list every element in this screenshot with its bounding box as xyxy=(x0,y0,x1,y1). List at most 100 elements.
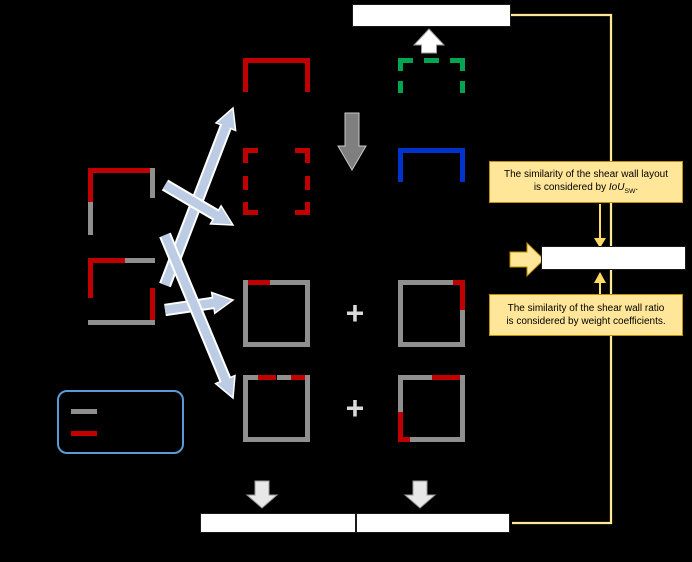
result-arrow-icon xyxy=(509,241,545,278)
matched-layout-1-segment xyxy=(398,58,413,63)
mapping-arrow-shaft xyxy=(161,233,230,383)
candidate-layout-4-segment xyxy=(305,375,310,442)
note1-prefix: is considered by xyxy=(533,182,609,194)
matched-layout-3-segment xyxy=(460,280,465,311)
matched-layout-3-segment xyxy=(398,280,453,285)
candidate-layout-3-segment xyxy=(269,280,310,285)
bottom-right-box xyxy=(356,513,510,533)
matched-layout-3-segment xyxy=(398,280,403,347)
note-layout-similarity: The similarity of the shear wall layout … xyxy=(489,161,683,203)
note2-line2: is considered by weight coefficients. xyxy=(506,316,666,327)
mapping-arrow-shaft xyxy=(164,298,215,315)
plus-operator-top: + xyxy=(345,295,365,331)
candidate-layout-1-segment xyxy=(243,58,310,63)
note1-subscript: SW xyxy=(624,188,636,196)
matched-layout-1-segment xyxy=(424,58,439,63)
matched-layout-4-segment xyxy=(431,375,465,380)
mapping-arrow-shaft xyxy=(161,124,231,287)
matched-layout-4-segment xyxy=(398,411,403,442)
matched-layout-4-segment xyxy=(460,375,465,442)
candidate-layout-4-segment xyxy=(276,375,292,380)
matched-layout-3-segment xyxy=(398,342,465,347)
similarity-result-box xyxy=(541,246,686,270)
candidate-layout-2-segment xyxy=(305,176,310,190)
source-layout-a xyxy=(88,168,155,235)
matched-layout-1-segment xyxy=(460,80,465,93)
note1-line1: The similarity of the shear wall layout xyxy=(504,168,668,180)
candidate-layout-2 xyxy=(243,148,310,215)
candidate-layout-2-segment xyxy=(305,148,310,163)
bottom-left-box xyxy=(200,513,356,533)
source-layout-a-segment xyxy=(88,168,93,202)
mapping-arrowhead-icon xyxy=(214,106,237,132)
matched-layout-4 xyxy=(398,375,465,442)
candidate-layout-4-segment xyxy=(257,375,277,380)
mapping-arrowhead-icon xyxy=(209,204,235,226)
matched-layout-4-segment xyxy=(398,375,432,380)
matched-layout-2-segment xyxy=(398,148,465,153)
candidate-layout-3-segment xyxy=(243,280,248,347)
source-layout-b xyxy=(88,258,155,325)
candidate-layout-4-segment xyxy=(291,375,310,380)
matched-layout-1-segment xyxy=(450,58,465,63)
candidate-layout-2-segment xyxy=(243,201,248,215)
source-layout-b-segment xyxy=(150,288,155,325)
candidate-layout-4-segment xyxy=(243,437,310,442)
source-layout-b-segment xyxy=(124,258,155,263)
matched-layout-2-segment xyxy=(460,148,465,182)
top-result-box xyxy=(352,4,511,27)
legend-swatch-red xyxy=(71,431,97,436)
source-layout-b-segment xyxy=(88,320,155,325)
candidate-layout-4-segment xyxy=(243,375,258,380)
candidate-layout-2-segment xyxy=(243,148,258,153)
note2-line1: The similarity of the shear wall ratio xyxy=(507,302,665,314)
candidate-layout-4 xyxy=(243,375,310,442)
candidate-layout-3-segment xyxy=(305,280,310,347)
candidate-layout-3 xyxy=(243,280,310,347)
merge-down-arrow-icon xyxy=(337,112,367,171)
candidate-layout-1 xyxy=(243,58,310,125)
candidate-layout-2-segment xyxy=(243,210,258,215)
candidate-layout-2-segment xyxy=(243,176,248,190)
source-layout-a-segment xyxy=(88,168,155,173)
matched-layout-2 xyxy=(398,148,465,215)
matched-layout-3-segment xyxy=(452,280,465,285)
matched-layout-3 xyxy=(398,280,465,347)
bottom-right-down-arrow-icon xyxy=(403,480,437,509)
legend-swatch-gray xyxy=(71,409,97,414)
note1-line2: is considered by IoUSW. xyxy=(493,181,679,196)
note1-term: IoU xyxy=(608,182,625,194)
mapping-arrow-shaft xyxy=(162,181,219,220)
source-layout-b-segment xyxy=(88,258,93,299)
candidate-layout-3-segment xyxy=(243,342,310,347)
legend-box xyxy=(57,390,184,454)
matched-layout-4-segment xyxy=(410,437,465,442)
candidate-layout-2-segment xyxy=(295,148,310,153)
source-layout-b-segment xyxy=(88,258,125,263)
candidate-layout-1-segment xyxy=(243,58,248,92)
note1-suffix: . xyxy=(635,182,639,194)
source-layout-a-segment xyxy=(150,168,155,199)
plus-operator-bottom: + xyxy=(345,390,365,426)
source-layout-a-segment xyxy=(88,201,93,235)
mapping-arrowhead-icon xyxy=(214,374,236,400)
matched-layout-4-segment xyxy=(398,437,411,442)
bottom-left-down-arrow-icon xyxy=(245,480,279,509)
mapping-arrowhead-icon xyxy=(210,291,235,315)
candidate-layout-1-segment xyxy=(305,58,310,92)
matched-layout-1-segment xyxy=(398,58,403,72)
up-arrowhead-icon xyxy=(594,272,606,283)
matched-layout-3-segment xyxy=(460,310,465,347)
note-ratio-similarity: The similarity of the shear wall ratio i… xyxy=(489,294,683,336)
matched-layout-1 xyxy=(398,58,465,125)
mapping-arrows xyxy=(159,106,237,400)
candidate-layout-3-segment xyxy=(243,280,270,285)
matched-layout-1-segment xyxy=(398,80,403,93)
matched-layout-1-segment xyxy=(460,58,465,72)
matched-layout-4-segment xyxy=(398,375,403,412)
up-block-arrow-icon xyxy=(412,28,446,54)
candidate-layout-2-segment xyxy=(295,210,310,215)
candidate-layout-2-segment xyxy=(243,148,248,163)
candidate-layout-2-segment xyxy=(305,201,310,215)
